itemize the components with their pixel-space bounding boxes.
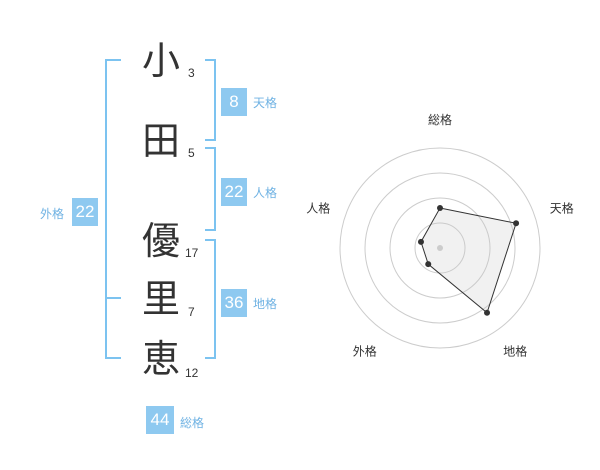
tenkaku-label: 天格 xyxy=(253,96,278,110)
radar-center-dot xyxy=(437,245,443,251)
name-char-4: 里 xyxy=(141,277,180,321)
radar-ring xyxy=(414,222,466,274)
radar-axis-label-5: 人格 xyxy=(306,200,330,215)
jinkaku-value: 22 xyxy=(221,178,247,206)
radar-point-2 xyxy=(513,220,520,227)
radar-axis-label-1: 総格 xyxy=(428,112,452,127)
stroke-count-2: 5 xyxy=(188,146,195,160)
radar-point-1 xyxy=(437,205,443,211)
chikaku-value: 36 xyxy=(221,289,247,317)
radar-ring xyxy=(364,172,516,324)
chikaku-bracket xyxy=(205,239,216,359)
soukaku-label: 総格 xyxy=(180,416,205,430)
gaikaku-value: 22 xyxy=(72,198,98,226)
stroke-count-3: 17 xyxy=(185,246,199,260)
gaikaku-bracket xyxy=(105,59,121,359)
radar-point-4 xyxy=(425,261,432,268)
soukaku-value: 44 xyxy=(146,406,174,434)
radar-series-polygon xyxy=(420,207,517,314)
stroke-count-4: 7 xyxy=(188,305,195,319)
radar-axis-label-3: 地格 xyxy=(503,344,527,359)
radar-axis-label-2: 天格 xyxy=(550,200,574,215)
name-char-2: 田 xyxy=(141,119,180,163)
jinkaku-bracket xyxy=(205,147,216,231)
jinkaku-label: 人格 xyxy=(253,186,278,200)
name-char-1: 小 xyxy=(141,39,180,83)
name-char-5: 恵 xyxy=(141,337,180,381)
radar-ring xyxy=(389,197,491,299)
chikaku-label: 地格 xyxy=(253,297,278,311)
tenkaku-value: 8 xyxy=(221,88,247,116)
gaikaku-label: 外格 xyxy=(40,207,65,221)
name-char-3: 優 xyxy=(141,219,180,263)
radar-ring xyxy=(339,147,541,349)
radar-point-5 xyxy=(417,238,424,245)
stroke-count-1: 3 xyxy=(188,66,195,80)
radar-point-3 xyxy=(484,309,491,316)
radar-axis-label-4: 外格 xyxy=(353,344,377,359)
tenkaku-bracket xyxy=(205,59,216,141)
stroke-count-5: 12 xyxy=(185,366,199,380)
